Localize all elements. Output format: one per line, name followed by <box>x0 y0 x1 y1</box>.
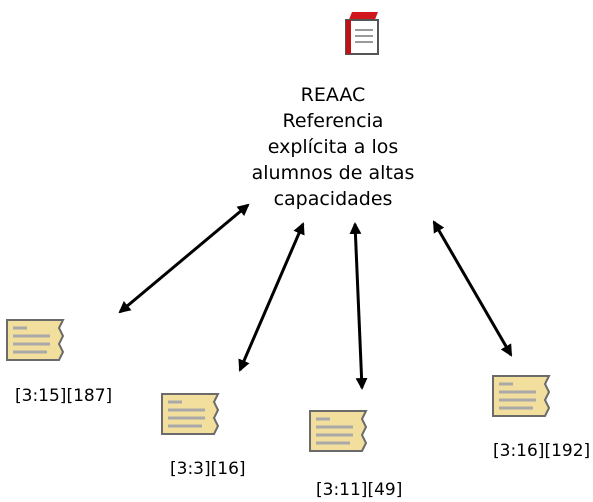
code-book-icon[interactable] <box>338 8 384 58</box>
link-arrow-q2 <box>238 222 305 372</box>
code-label-line: alumnos de altas <box>251 162 415 184</box>
code-label-line: explícita a los <box>267 136 399 158</box>
quotation-document-icon[interactable] <box>491 374 551 418</box>
code-label-line: Referencia <box>282 110 384 132</box>
code-label[interactable]: REAAC Referencia explícita a los alumnos… <box>238 82 428 212</box>
quotation-document-icon[interactable] <box>308 409 368 453</box>
quotation-label[interactable]: [3:16][192] <box>493 441 591 461</box>
quotation-document-icon[interactable] <box>160 392 220 436</box>
link-arrow-q1 <box>118 203 250 314</box>
link-arrow-q4 <box>432 220 513 357</box>
quotation-label[interactable]: [3:15][187] <box>15 386 113 406</box>
code-label-line: capacidades <box>273 188 393 210</box>
quotation-document-icon[interactable] <box>5 318 65 362</box>
quotation-label[interactable]: [3:3][16] <box>170 459 246 479</box>
code-label-line: REAAC <box>300 84 366 106</box>
link-arrow-q3 <box>349 222 368 390</box>
quotation-label[interactable]: [3:11][49] <box>316 480 403 500</box>
